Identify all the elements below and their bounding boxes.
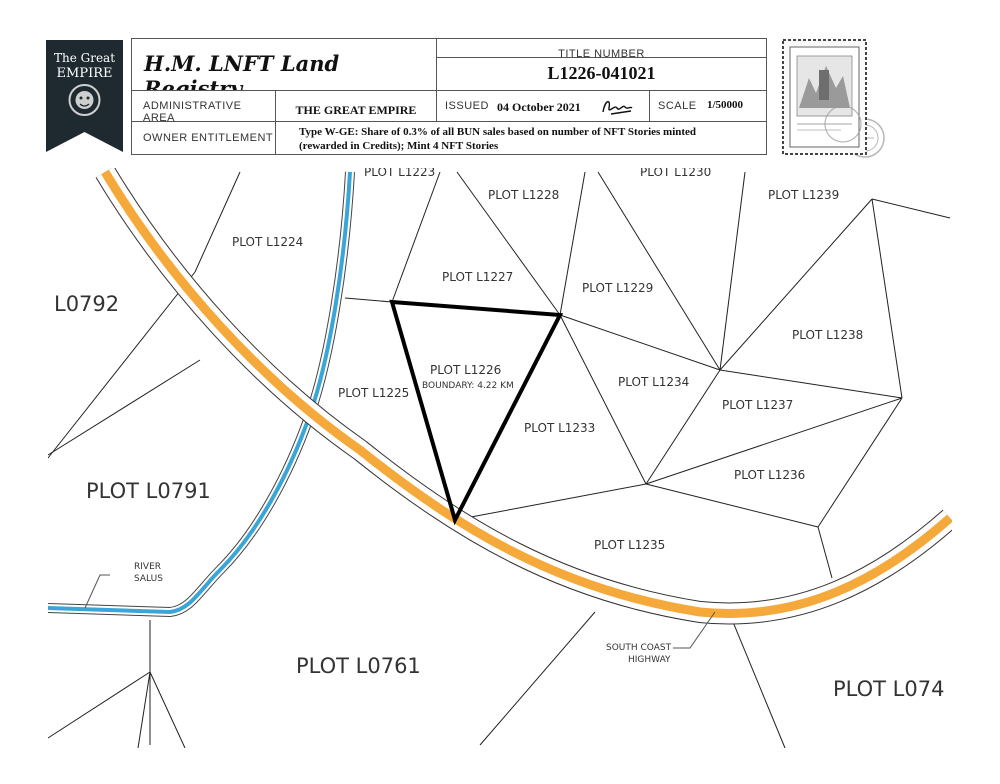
owner-entitlement-line2: (rewarded in Credits); Mint 4 NFT Storie…	[299, 140, 499, 152]
plot-l1225-label[interactable]: PLOT L1225	[338, 386, 409, 400]
scale-cell: SCALE 1/50000	[649, 90, 767, 122]
title-number-label-cell: TITLE NUMBER	[436, 38, 767, 60]
plot-l1234-label[interactable]: PLOT L1234	[618, 375, 689, 389]
owner-entitlement-cell: Type W-GE: Share of 0.3% of all BUN sale…	[275, 118, 885, 158]
signature-icon	[602, 101, 633, 115]
plot-l0761-label[interactable]: PLOT L0761	[296, 654, 421, 678]
issued-label: ISSUED	[445, 100, 489, 112]
river-label-line2: SALUS	[134, 574, 163, 584]
plot-l1224-label[interactable]: PLOT L1224	[232, 235, 303, 249]
issued-value: 04 October 2021	[497, 100, 581, 114]
plot-l0792-label[interactable]: L0792	[54, 292, 119, 316]
registry-title-cell: H.M. LNFT Land Registry	[131, 38, 437, 101]
issued-cell: ISSUED 04 October 2021	[436, 90, 650, 122]
plot-l1223-label[interactable]: PLOT L1223	[364, 165, 435, 179]
admin-area-label-cell: ADMINISTRATIVE AREA	[131, 90, 276, 124]
highway-label-line1: SOUTH COAST	[606, 643, 672, 653]
admin-area-value: THE GREAT EMPIRE	[295, 103, 417, 117]
title-number: L1226-041021	[547, 63, 656, 83]
badge-top-text: The Great	[54, 51, 115, 65]
highway-label-line2: HIGHWAY	[628, 655, 671, 665]
plot-l1239-label[interactable]: PLOT L1239	[768, 188, 839, 202]
plot-l1227-label[interactable]: PLOT L1227	[442, 270, 513, 284]
owner-entitlement-line1: Type W-GE: Share of 0.3% of all BUN sale…	[299, 126, 697, 138]
plot-l1226-label[interactable]: PLOT L1226	[430, 363, 501, 377]
postage-stamp-icon	[782, 39, 867, 155]
registry-header: H.M. LNFT Land Registry TITLE NUMBER L12…	[131, 38, 885, 158]
owner-entitlement-label: OWNER ENTITLEMENT	[143, 132, 274, 144]
great-empire-badge: The Great EMPIRE	[46, 40, 123, 152]
plot-l1235-label[interactable]: PLOT L1235	[594, 538, 665, 552]
plot-l1237-label[interactable]: PLOT L1237	[722, 398, 793, 412]
plot-l0791-label[interactable]: PLOT L0791	[86, 479, 211, 503]
plot-l1236-label[interactable]: PLOT L1236	[734, 468, 805, 482]
plot-l1226-boundary-label: BOUNDARY: 4.22 KM	[422, 381, 514, 391]
plot-boundaries	[47, 171, 951, 749]
highway-callout-line	[673, 611, 716, 649]
plot-l1228-label[interactable]: PLOT L1228	[488, 188, 559, 202]
lion-emblem-icon	[68, 84, 101, 116]
south-coast-highway	[95, 166, 958, 625]
river-label-line1: RIVER	[134, 562, 161, 572]
river-callout-line	[84, 574, 110, 609]
river-salus	[47, 171, 355, 618]
scale-label: SCALE	[658, 100, 697, 112]
owner-label-cell: OWNER ENTITLEMENT	[131, 121, 276, 155]
plot-l1229-label[interactable]: PLOT L1229	[582, 281, 653, 295]
admin-area-cell: THE GREAT EMPIRE	[275, 90, 437, 122]
scale-value: 1/50000	[707, 99, 744, 111]
plot-l1238-label[interactable]: PLOT L1238	[792, 328, 863, 342]
plot-l1233-label[interactable]: PLOT L1233	[524, 421, 595, 435]
plot-l1230-label[interactable]: PLOT L1230	[640, 165, 711, 179]
plot-l1226-boundary[interactable]	[389, 299, 564, 526]
title-number-cell: L1226-041021	[436, 57, 767, 91]
badge-main-text: EMPIRE	[57, 66, 113, 81]
plot-l074-label[interactable]: PLOT L074	[833, 677, 944, 701]
